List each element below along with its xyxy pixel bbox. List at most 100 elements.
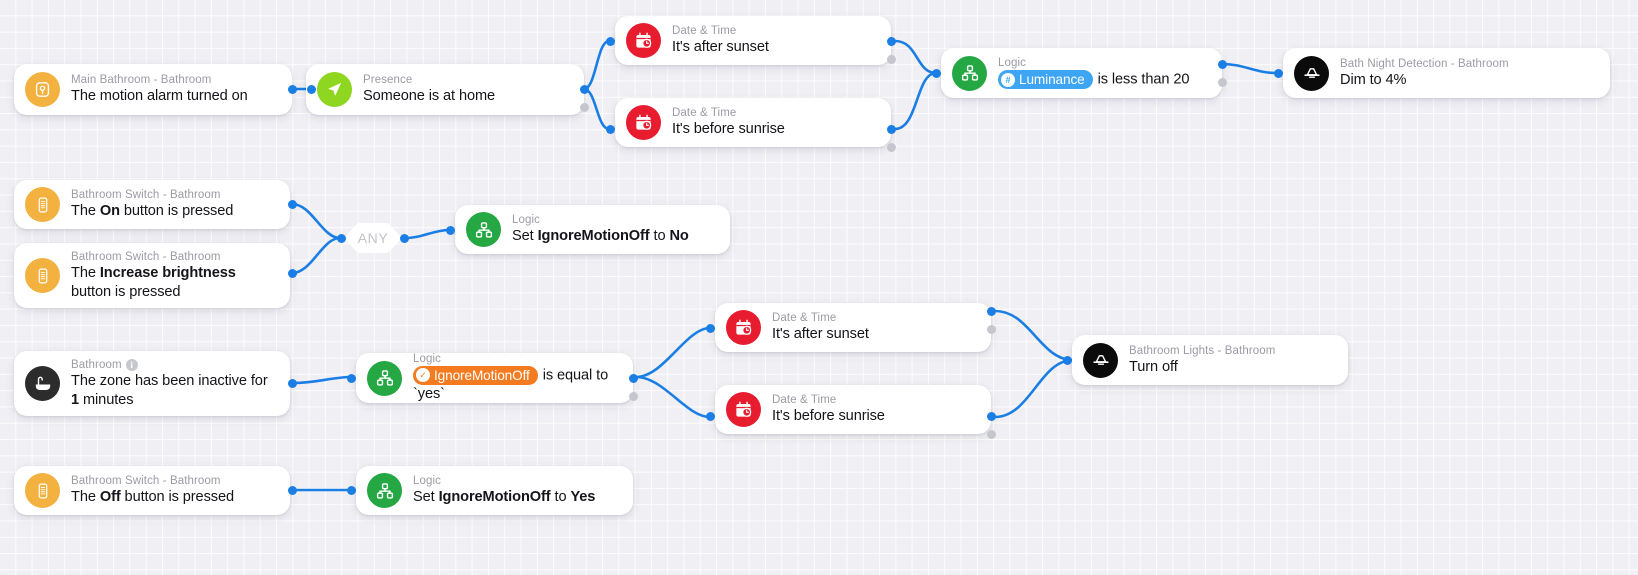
input-port[interactable] bbox=[446, 226, 455, 235]
input-port[interactable] bbox=[1063, 356, 1072, 365]
output-port-secondary[interactable] bbox=[580, 103, 589, 112]
node-title: Dim to 4% bbox=[1340, 71, 1509, 90]
title-emphasis: No bbox=[669, 228, 689, 244]
node-motion-alarm[interactable]: Main Bathroom - Bathroom The motion alar… bbox=[14, 64, 292, 115]
node-subtitle: Logic bbox=[512, 214, 540, 226]
output-port[interactable] bbox=[987, 307, 996, 316]
output-port[interactable] bbox=[288, 269, 297, 278]
input-port[interactable] bbox=[347, 486, 356, 495]
output-port[interactable] bbox=[1218, 60, 1227, 69]
node-after-sunset-mid[interactable]: Date & Time It's after sunset bbox=[715, 303, 991, 352]
title-text: button is pressed bbox=[120, 489, 235, 505]
title-text: Someone is at home bbox=[363, 88, 496, 104]
any-gate-label: ANY bbox=[357, 230, 389, 246]
gate-input-port[interactable] bbox=[337, 234, 346, 243]
node-title: It's after sunset bbox=[772, 325, 869, 344]
node-bathroom-lights-off[interactable]: Bathroom Lights - Bathroom Turn off bbox=[1072, 335, 1348, 385]
input-port[interactable] bbox=[706, 324, 715, 333]
variable-pill[interactable]: ✓IgnoreMotionOff bbox=[413, 365, 538, 385]
input-port[interactable] bbox=[606, 125, 615, 134]
node-switch-on-pressed[interactable]: Bathroom Switch - Bathroom The On button… bbox=[14, 180, 290, 229]
switch-remote-icon bbox=[25, 187, 60, 222]
input-port[interactable] bbox=[307, 85, 316, 94]
node-before-sunrise-mid[interactable]: Date & Time It's before sunrise bbox=[715, 385, 991, 434]
output-port[interactable] bbox=[887, 125, 896, 134]
node-set-ignoremotionoff-yes[interactable]: Logic Set IgnoreMotionOff to Yes bbox=[356, 466, 633, 515]
node-subtitle: Logic bbox=[413, 475, 441, 487]
title-emphasis: 1 bbox=[71, 391, 80, 408]
output-port[interactable] bbox=[288, 200, 297, 209]
node-bath-night-detection[interactable]: Bath Night Detection - Bathroom Dim to 4… bbox=[1283, 48, 1610, 98]
output-port-secondary[interactable] bbox=[887, 143, 896, 152]
node-title: #Luminance is less than 20 bbox=[998, 70, 1190, 90]
title-text: The bbox=[71, 264, 100, 281]
title-text: It's after sunset bbox=[672, 39, 769, 55]
node-subtitle-text: Bathroom bbox=[71, 358, 122, 371]
output-port[interactable] bbox=[288, 379, 297, 388]
node-zone-inactive[interactable]: Bathroom i The zone has been inactive fo… bbox=[14, 351, 290, 416]
output-port[interactable] bbox=[987, 412, 996, 421]
output-port-secondary[interactable] bbox=[629, 392, 638, 401]
node-subtitle: Date & Time bbox=[772, 312, 837, 324]
output-port-secondary[interactable] bbox=[987, 325, 996, 334]
switch-remote-icon bbox=[25, 473, 60, 508]
output-port[interactable] bbox=[288, 85, 297, 94]
output-port[interactable] bbox=[629, 374, 638, 383]
node-switch-off-pressed[interactable]: Bathroom Switch - Bathroom The Off butto… bbox=[14, 466, 290, 515]
title-text: The bbox=[71, 203, 100, 219]
node-title: The Increase brightness button is presse… bbox=[71, 264, 276, 302]
title-text: is less than 20 bbox=[1093, 71, 1190, 88]
node-title: The On button is pressed bbox=[71, 202, 233, 221]
node-subtitle: Bathroom Switch - Bathroom bbox=[71, 189, 221, 201]
title-text: The bbox=[71, 489, 100, 505]
title-text: The zone has been inactive for bbox=[71, 372, 268, 389]
output-port[interactable] bbox=[887, 37, 896, 46]
input-port[interactable] bbox=[706, 412, 715, 421]
switch-remote-icon bbox=[25, 258, 60, 293]
node-ignoremotionoff-equals-yes[interactable]: Logic ✓IgnoreMotionOff is equal to `yes` bbox=[356, 353, 633, 403]
title-emphasis: IgnoreMotionOff bbox=[438, 489, 551, 505]
node-title: The Off button is pressed bbox=[71, 488, 234, 507]
title-text: Set bbox=[413, 489, 439, 505]
node-before-sunrise-top[interactable]: Date & Time It's before sunrise bbox=[615, 98, 891, 147]
node-title: Turn off bbox=[1129, 358, 1275, 377]
output-port[interactable] bbox=[580, 85, 589, 94]
node-subtitle: Presence bbox=[363, 74, 413, 86]
title-text: Dim to 4% bbox=[1340, 71, 1407, 88]
output-port-secondary[interactable] bbox=[1218, 78, 1227, 87]
node-switch-increase-brightness[interactable]: Bathroom Switch - Bathroom The Increase … bbox=[14, 243, 290, 308]
calendar-clock-icon bbox=[726, 392, 761, 427]
output-port-secondary[interactable] bbox=[887, 55, 896, 64]
title-emphasis: Off bbox=[99, 489, 121, 505]
output-port-secondary[interactable] bbox=[987, 430, 996, 439]
node-luminance-logic[interactable]: Logic #Luminance is less than 20 bbox=[941, 48, 1222, 98]
title-text: to bbox=[550, 489, 571, 505]
node-subtitle: Main Bathroom - Bathroom bbox=[71, 74, 212, 86]
any-gate[interactable]: ANY bbox=[344, 223, 402, 253]
node-title: It's before sunrise bbox=[772, 407, 885, 426]
title-emphasis: Yes bbox=[570, 489, 596, 505]
gate-output-port[interactable] bbox=[400, 234, 409, 243]
output-port[interactable] bbox=[288, 486, 297, 495]
input-port[interactable] bbox=[1274, 69, 1283, 78]
input-port[interactable] bbox=[347, 374, 356, 383]
node-title: Set IgnoreMotionOff to Yes bbox=[413, 488, 595, 507]
node-subtitle: Date & Time bbox=[772, 394, 837, 406]
node-presence[interactable]: Presence Someone is at home bbox=[306, 64, 584, 115]
calendar-clock-icon bbox=[726, 310, 761, 345]
presence-navigation-icon bbox=[317, 72, 352, 107]
title-text: The motion alarm turned on bbox=[71, 88, 248, 104]
node-subtitle: Date & Time bbox=[672, 107, 737, 119]
node-subtitle: Bathroom i bbox=[71, 358, 276, 372]
node-after-sunset-top[interactable]: Date & Time It's after sunset bbox=[615, 16, 891, 65]
node-subtitle: Logic bbox=[998, 57, 1026, 70]
info-icon[interactable]: i bbox=[125, 358, 138, 371]
title-text: button is pressed bbox=[71, 283, 181, 300]
node-set-ignoremotionoff-no[interactable]: Logic Set IgnoreMotionOff to No bbox=[455, 205, 730, 254]
variable-pill[interactable]: #Luminance bbox=[998, 70, 1093, 90]
node-subtitle: Date & Time bbox=[672, 25, 737, 37]
input-port[interactable] bbox=[932, 69, 941, 78]
node-subtitle: Bathroom Switch - Bathroom bbox=[71, 475, 221, 487]
input-port[interactable] bbox=[606, 37, 615, 46]
